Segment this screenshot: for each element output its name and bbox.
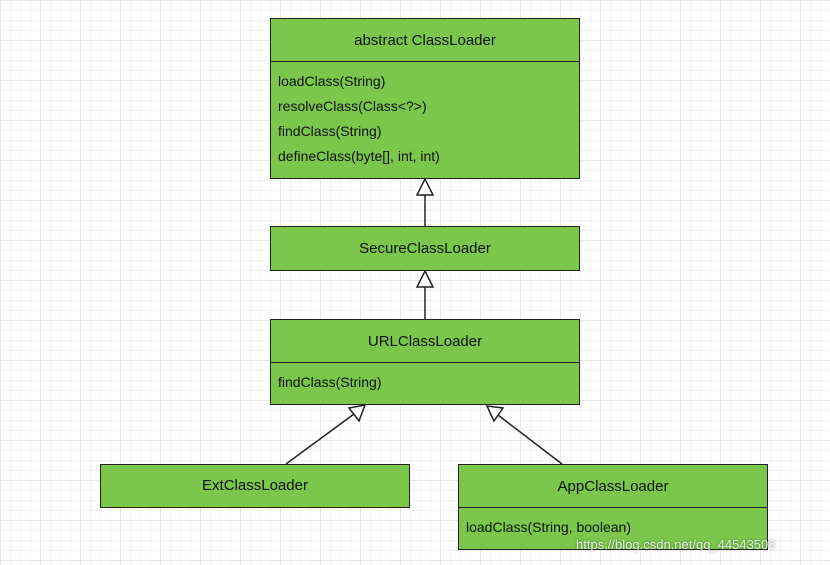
class-name: abstract ClassLoader xyxy=(354,31,496,49)
method-item: defineClass(byte[], int, int) xyxy=(278,148,440,164)
class-box-urlclassloader[interactable]: URLClassLoader findClass(String) xyxy=(270,319,580,405)
class-box-secureclassloader[interactable]: SecureClassLoader xyxy=(270,226,580,271)
method-list: findClass(String) xyxy=(271,362,579,403)
inheritance-arrowhead-icon xyxy=(347,404,367,423)
class-name: ExtClassLoader xyxy=(202,477,308,494)
inheritance-arrowhead-icon xyxy=(415,269,435,288)
method-item: loadClass(String) xyxy=(278,73,386,89)
method-item: resolveClass(Class<?>) xyxy=(278,98,427,114)
method-list: loadClass(String) resolveClass(Class<?>)… xyxy=(271,61,579,177)
method-item: findClass(String) xyxy=(278,123,382,139)
inheritance-arrowhead-icon xyxy=(485,405,505,423)
edge-app-to-url xyxy=(497,414,563,465)
method-item: loadClass(String, boolean) xyxy=(466,519,631,535)
class-box-appclassloader[interactable]: AppClassLoader loadClass(String, boolean… xyxy=(458,464,768,550)
method-list: loadClass(String, boolean) xyxy=(459,507,767,548)
class-box-classloader[interactable]: abstract ClassLoader loadClass(String) r… xyxy=(270,18,580,179)
class-name: URLClassLoader xyxy=(367,332,483,350)
class-box-extclassloader[interactable]: ExtClassLoader xyxy=(100,464,410,508)
class-name: SecureClassLoader xyxy=(359,239,491,257)
edge-ext-to-url xyxy=(285,413,355,465)
method-item: findClass(String) xyxy=(278,374,382,390)
inheritance-arrowhead-icon xyxy=(415,177,435,196)
class-name: AppClassLoader xyxy=(557,477,669,495)
watermark: https://blog.csdn.net/qq_44543508 xyxy=(576,537,776,552)
